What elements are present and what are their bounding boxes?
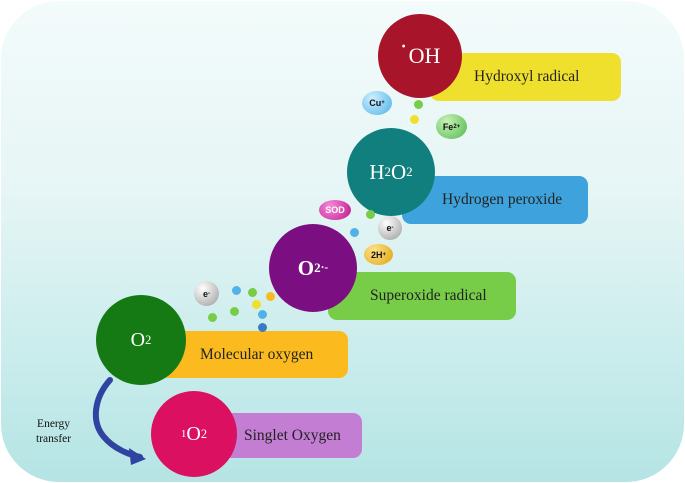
superoxide-radical-label-box: Superoxide radical [328, 272, 516, 320]
sod-text: SOD [325, 205, 345, 215]
h-symbol: H [369, 159, 385, 184]
dot [350, 228, 359, 237]
energy-transfer-line1: Energy [37, 418, 71, 430]
o-symbol: O [391, 159, 407, 184]
fe-text: Fe [442, 121, 454, 132]
hydroxyl-radical-label-box: Hydroxyl radical [430, 53, 621, 101]
dot [258, 323, 267, 332]
singlet-oxygen-label: Singlet Oxygen [244, 426, 341, 444]
protons-text: 2H [370, 249, 383, 260]
dot [414, 100, 423, 109]
dot [266, 292, 275, 301]
electron-badge-lower: e- [194, 281, 219, 306]
dot [410, 115, 419, 124]
dot [230, 307, 239, 316]
cu-badge: Cu+ [362, 91, 392, 115]
hydrogen-peroxide-label: Hydrogen peroxide [442, 191, 563, 208]
energy-transfer-label: Energy transfer [36, 417, 71, 447]
molecular-oxygen-label: Molecular oxygen [200, 345, 314, 363]
hydroxyl-radical-circle: ·OH [378, 14, 462, 98]
electron-badge-upper: e- [378, 216, 402, 240]
dot [232, 286, 241, 295]
dot [248, 288, 257, 297]
hydroxyl-symbol: OH [408, 43, 441, 68]
dot [258, 310, 267, 319]
singlet-symbol: O [186, 422, 201, 445]
sod-badge: SOD [319, 200, 351, 220]
superoxide-symbol: O [297, 255, 315, 280]
dot [366, 210, 375, 219]
energy-transfer-line2: transfer [36, 432, 72, 445]
protons-badge: 2H+ [364, 244, 393, 265]
oxygen-symbol: O [130, 328, 146, 351]
electron-upper-text: e [386, 223, 392, 233]
superoxide-radical-label: Superoxide radical [370, 287, 487, 304]
cu-text: Cu [369, 98, 382, 108]
dot [208, 313, 217, 322]
hydroxyl-dot: · [399, 33, 408, 60]
molecular-oxygen-label-box: Molecular oxygen [158, 331, 348, 378]
dot [252, 300, 261, 309]
electron-lower-text: e [202, 288, 208, 299]
hydroxyl-radical-label: Hydroxyl radical [474, 68, 580, 85]
